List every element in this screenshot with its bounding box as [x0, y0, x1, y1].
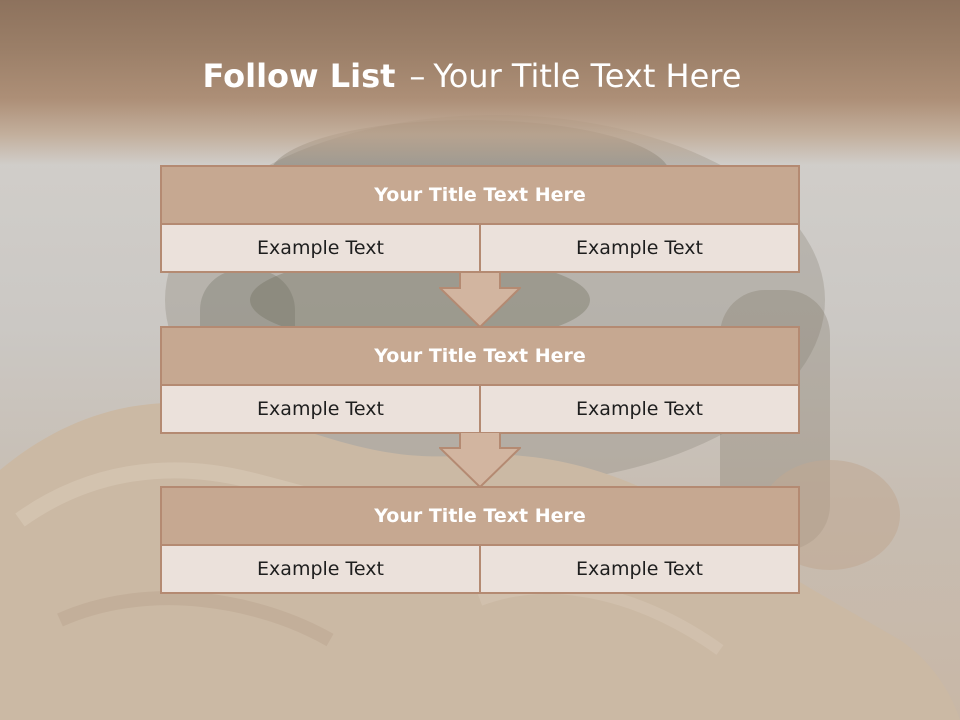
slide-title-text: Your Title Text Here: [433, 57, 742, 95]
list-block-2: Your Title Text Here Example Text Exampl…: [160, 326, 800, 434]
down-arrow-icon: [439, 432, 521, 488]
title-bar: [0, 0, 960, 165]
slide-title-separator: –: [409, 57, 426, 95]
list-block-3: Your Title Text Here Example Text Exampl…: [160, 486, 800, 594]
slide-title-bold: Follow List: [202, 57, 396, 95]
block-cell-right: Example Text: [479, 225, 798, 271]
block-title: Your Title Text Here: [162, 328, 798, 386]
list-block-1: Your Title Text Here Example Text Exampl…: [160, 165, 800, 273]
block-cell-right: Example Text: [479, 546, 798, 592]
down-arrow-icon: [439, 272, 521, 328]
block-cell-left: Example Text: [257, 558, 384, 580]
block-cell-left: Example Text: [257, 398, 384, 420]
block-row: Example Text Example Text: [162, 225, 798, 271]
block-cell-left: Example Text: [257, 237, 384, 259]
slide-title: Follow List–Your Title Text Here: [0, 54, 944, 98]
block-cell-right: Example Text: [479, 386, 798, 432]
block-row: Example Text Example Text: [162, 386, 798, 432]
block-title: Your Title Text Here: [162, 167, 798, 225]
block-title: Your Title Text Here: [162, 488, 798, 546]
block-row: Example Text Example Text: [162, 546, 798, 592]
